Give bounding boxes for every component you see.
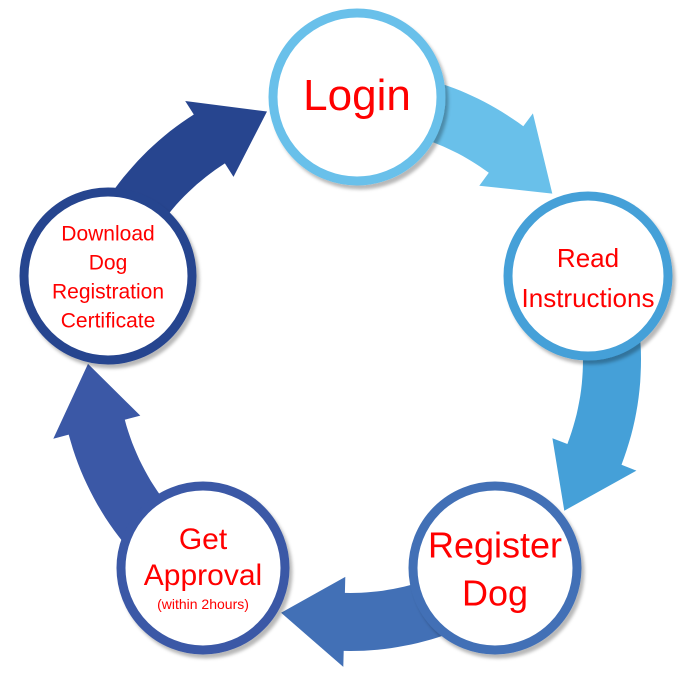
step-label-line: Register bbox=[428, 524, 562, 565]
step-label-line: Read bbox=[557, 243, 619, 273]
step-circle bbox=[408, 481, 582, 655]
step-label-line: Instructions bbox=[522, 283, 655, 313]
step-label-line: Login bbox=[303, 71, 411, 120]
step-login: Login bbox=[268, 8, 446, 186]
step-label-line: Certificate bbox=[61, 310, 156, 333]
step-label-line: Get bbox=[179, 523, 228, 556]
step-circle bbox=[116, 481, 290, 655]
step-circle bbox=[503, 191, 673, 361]
step-label-line: Approval bbox=[144, 559, 262, 592]
step-circle bbox=[268, 8, 446, 186]
cycle-steps: LoginReadInstructionsRegisterDogGetAppro… bbox=[19, 8, 673, 655]
step-sublabel: (within 2hours) bbox=[157, 596, 249, 612]
step-label-line: Dog bbox=[462, 572, 528, 613]
step-circle bbox=[19, 187, 197, 365]
step-label-line: Download bbox=[61, 223, 154, 246]
step-label-line: Dog bbox=[89, 252, 128, 275]
step-label-line: Registration bbox=[52, 281, 164, 304]
